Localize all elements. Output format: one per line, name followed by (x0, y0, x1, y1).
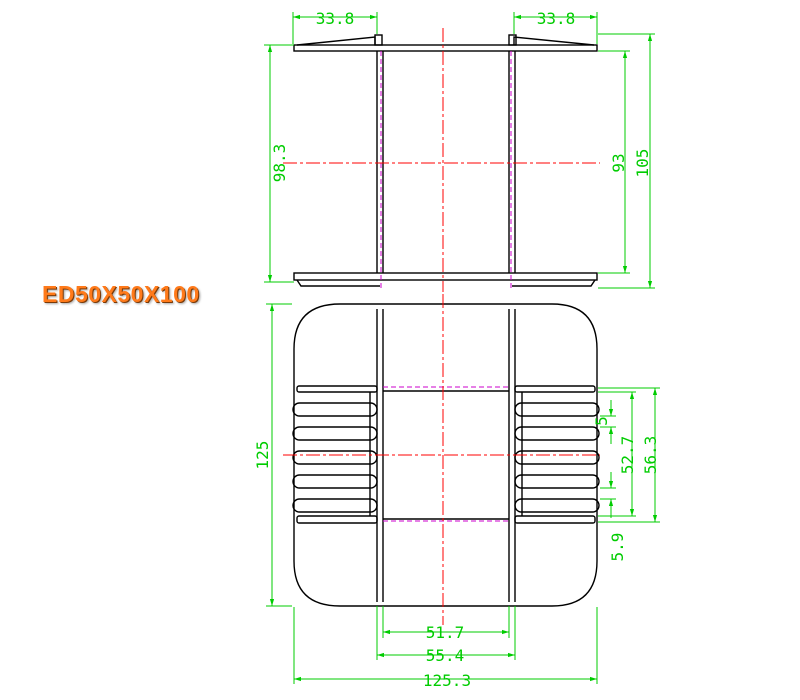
dim-inner-height: 98.3 (270, 144, 289, 183)
dim-slot-span-inner: 52.7 (618, 436, 637, 475)
dim-body-height: 125 (253, 441, 272, 470)
dim-body-width: 125.3 (423, 671, 471, 690)
dim-top-left-flange: 33.8 (316, 9, 355, 28)
dimension-labels: 33.8 33.8 98.3 93 105 125 5 52.7 56.3 5.… (253, 9, 660, 690)
dim-slot-pitch: 5 (592, 416, 611, 426)
slot-fins-right (514, 385, 600, 524)
side-view-centerlines (283, 28, 600, 292)
part-number-title: ED50X50X100 (42, 281, 200, 307)
top-flange (293, 34, 598, 52)
slot-fins-left (292, 385, 378, 524)
dim-overall-height: 105 (633, 149, 652, 178)
dim-winding-height: 93 (609, 153, 628, 172)
dim-core-width-inner: 51.7 (426, 623, 465, 642)
body-outline (293, 303, 598, 607)
plan-view-dimensions (266, 303, 660, 684)
side-view-hidden-lines (380, 51, 512, 288)
core-walls (376, 51, 516, 273)
dim-top-right-flange: 33.8 (537, 9, 576, 28)
dim-slot-span-outer: 56.3 (641, 436, 660, 475)
side-view (293, 34, 598, 287)
bottom-flange (293, 272, 598, 287)
side-view-dimensions (264, 12, 655, 289)
plan-view-centerlines (283, 294, 600, 625)
dim-core-width-outer: 55.4 (426, 646, 465, 665)
dim-slot-offset: 5.9 (608, 533, 627, 562)
plan-view-hidden-lines (383, 386, 509, 522)
